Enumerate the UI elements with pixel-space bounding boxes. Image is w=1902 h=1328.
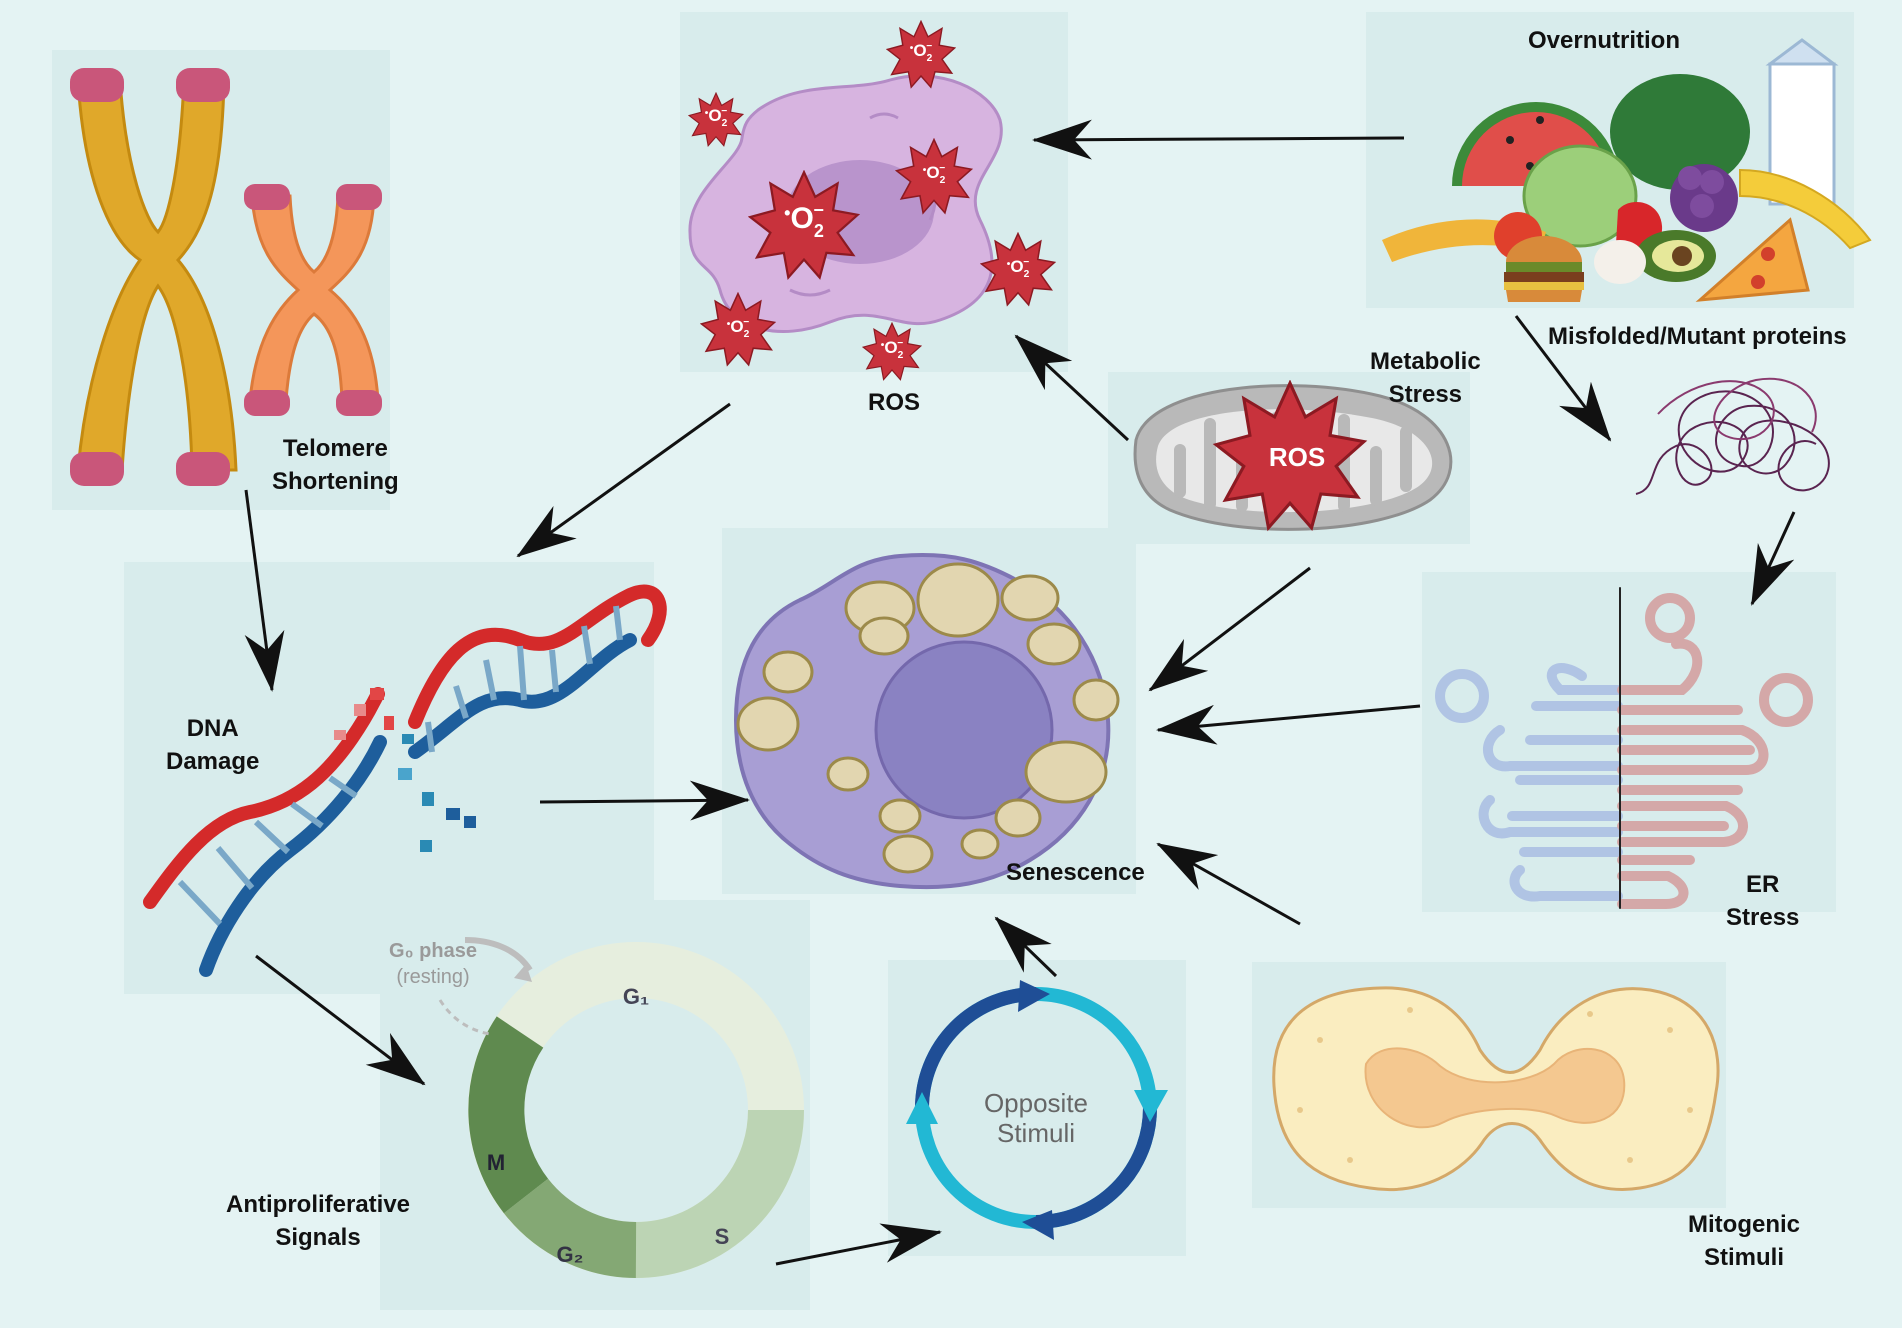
arrow-mitogenic-to-senescence xyxy=(1158,844,1300,924)
svg-text:S: S xyxy=(715,1224,730,1249)
arrow-er-to-senescence xyxy=(1158,706,1420,730)
label-ros: ROS xyxy=(868,386,920,419)
svg-text:(resting): (resting) xyxy=(396,966,469,988)
superoxide-icon: •O2− xyxy=(863,323,921,379)
svg-text:M: M xyxy=(487,1150,505,1175)
arrow-cell-cycle-to-stimuli xyxy=(776,1232,940,1264)
label-senescence: Senescence xyxy=(1006,856,1145,889)
arrow-stimuli-to-senescence xyxy=(996,918,1056,976)
superoxide-icon: •O2− xyxy=(689,93,743,146)
arrow-misfolded-to-er xyxy=(1752,512,1794,604)
dividing-cell-icon xyxy=(1274,988,1718,1190)
dna-helix-broken-icon xyxy=(150,592,660,970)
svg-text:•O2−: •O2− xyxy=(784,200,824,241)
arrow-mitochondria-to-senescence xyxy=(1150,568,1310,690)
svg-text:Stimuli: Stimuli xyxy=(997,1118,1075,1148)
superoxide-icon: •O2− xyxy=(982,234,1055,305)
svg-text:ROS: ROS xyxy=(1269,442,1325,472)
chromosome-short-icon xyxy=(244,184,382,416)
svg-text:G₂: G₂ xyxy=(557,1242,584,1267)
svg-text:Opposite: Opposite xyxy=(984,1088,1088,1118)
arrow-ros-to-dna xyxy=(518,404,730,556)
cell-cycle-icon: G₀ phase (resting) G₁ S G₂ M xyxy=(389,940,776,1267)
arrow-mitochondria-to-ros xyxy=(1016,336,1128,440)
misfolded-protein-icon xyxy=(1636,379,1829,494)
senescent-cell-icon xyxy=(736,555,1118,887)
er-stress-icon xyxy=(1440,588,1808,908)
svg-text:G₀ phase: G₀ phase xyxy=(389,940,477,962)
arrow-overnutrition-to-ros xyxy=(1034,138,1404,140)
label-misfolded-proteins: Misfolded/Mutant proteins xyxy=(1548,320,1847,353)
svg-text:G₁: G₁ xyxy=(623,984,649,1009)
chromosome-large-icon xyxy=(70,68,236,486)
arrow-dna-to-senescence xyxy=(540,800,748,802)
food-pile-icon xyxy=(1382,40,1870,302)
label-overnutrition: Overnutrition xyxy=(1528,24,1680,57)
opposite-stimuli-cycle-icon: Opposite Stimuli xyxy=(906,980,1168,1240)
arrow-telomere-to-dna xyxy=(246,490,272,690)
